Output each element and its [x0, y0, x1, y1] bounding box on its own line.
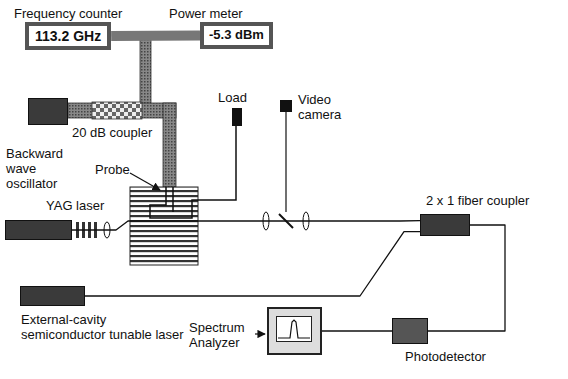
node-label: Backward wave oscillator	[6, 147, 86, 192]
component-label: Probe	[95, 163, 130, 178]
fiber-coupler: 2 x 1 fiber coupler	[420, 214, 470, 236]
optical-fiber	[322, 330, 392, 331]
readout-value: 113.2 GHz	[35, 28, 101, 44]
node-label: Power meter	[169, 7, 243, 22]
readout-value: -5.3 dBm	[209, 28, 264, 43]
video-camera: Video camera	[280, 100, 292, 112]
node-label: External-cavity semiconductor tunable la…	[21, 313, 191, 343]
optical-fiber	[72, 221, 420, 230]
optical-fiber	[85, 232, 420, 296]
yag-laser: YAG laser	[5, 220, 72, 240]
node-label: Frequency counter	[14, 7, 122, 22]
node-label: Load	[218, 91, 247, 106]
load: Load	[232, 108, 242, 126]
frequency-counter: Frequency counter113.2 GHz	[25, 22, 111, 50]
node-label: Video camera	[298, 93, 350, 123]
node-label: 2 x 1 fiber coupler	[426, 194, 529, 209]
analyzer-screen	[276, 316, 312, 342]
power-meter: Power meter-5.3 dBm	[200, 22, 273, 49]
photodetector: Photodetector	[392, 318, 428, 344]
waveguide	[111, 30, 200, 41]
tunable-laser: External-cavity semiconductor tunable la…	[20, 286, 85, 306]
component-label: 20 dB coupler	[72, 126, 152, 141]
backward-wave-oscillator: Backward wave oscillator	[28, 98, 68, 125]
node-label: YAG laser	[46, 199, 104, 214]
spectrum-analyzer: Spectrum Analyzer	[267, 307, 322, 355]
optical-fiber	[428, 225, 505, 331]
node-label: Spectrum Analyzer	[189, 321, 259, 351]
node-label: Photodetector	[405, 350, 486, 365]
